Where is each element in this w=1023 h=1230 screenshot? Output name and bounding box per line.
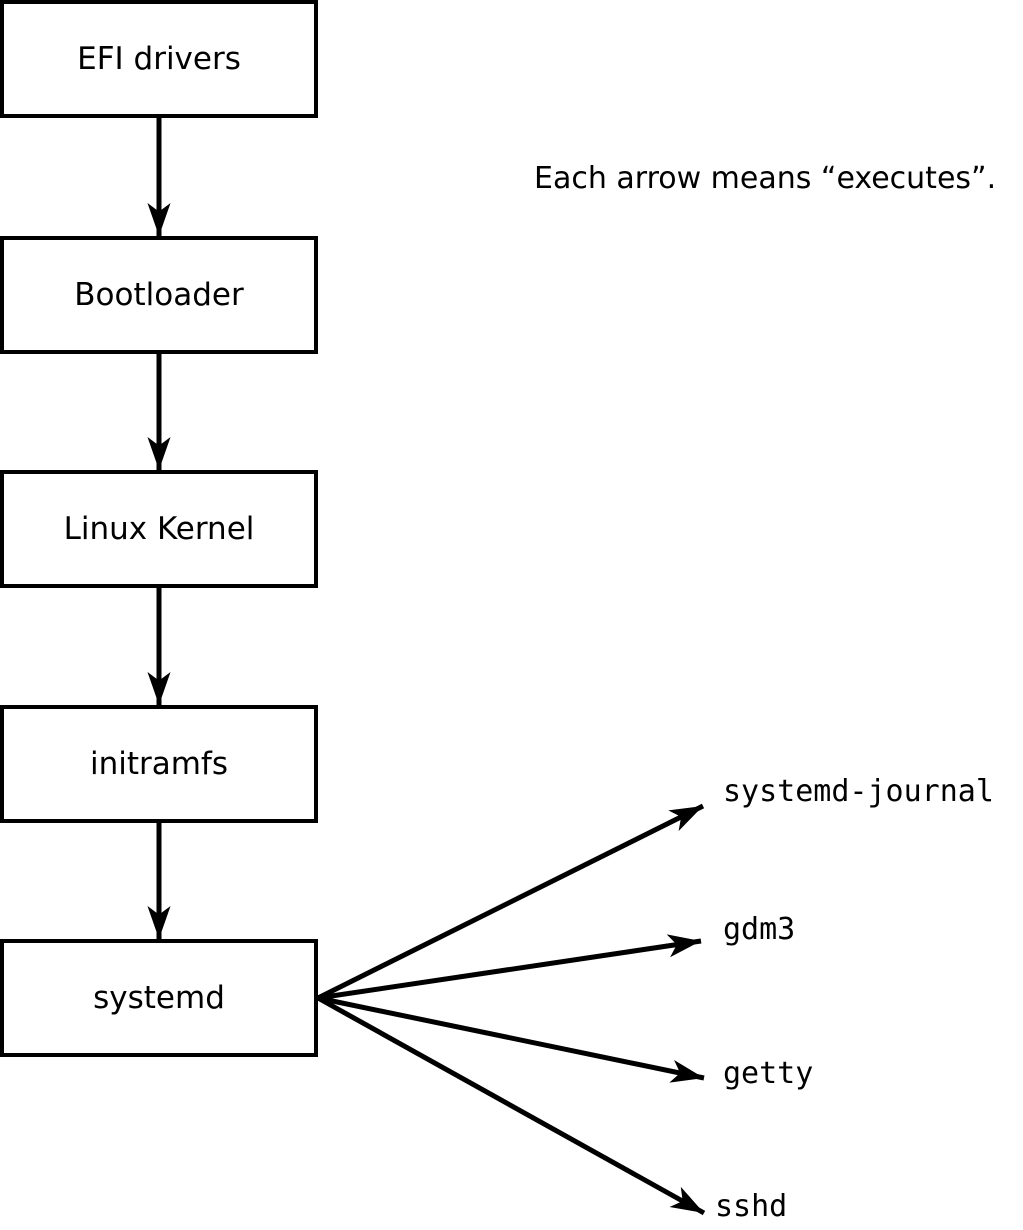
target-systemd-journal: systemd-journal xyxy=(723,774,994,809)
node-bootloader-label: Bootloader xyxy=(74,276,244,313)
node-linux-kernel-label: Linux Kernel xyxy=(63,510,255,547)
node-linux-kernel: Linux Kernel xyxy=(0,470,318,588)
node-systemd-label: systemd xyxy=(93,979,225,1016)
target-sshd: sshd xyxy=(715,1189,788,1224)
node-initramfs-label: initramfs xyxy=(89,745,229,782)
target-gdm3: gdm3 xyxy=(723,912,796,947)
target-getty: getty xyxy=(723,1056,814,1091)
arrow-systemd-to-sshd xyxy=(316,995,706,1216)
node-initramfs: initramfs xyxy=(0,705,318,823)
arrow-systemd-to-journal xyxy=(316,803,705,1001)
node-efi-drivers: EFI drivers xyxy=(0,0,318,118)
node-systemd: systemd xyxy=(0,939,318,1057)
arrow-systemd-to-getty xyxy=(317,995,705,1083)
node-bootloader: Bootloader xyxy=(0,236,318,354)
node-efi-drivers-label: EFI drivers xyxy=(77,40,241,77)
arrow-systemd-to-gdm3 xyxy=(317,934,702,1001)
caption: Each arrow means “executes”. xyxy=(534,161,997,196)
